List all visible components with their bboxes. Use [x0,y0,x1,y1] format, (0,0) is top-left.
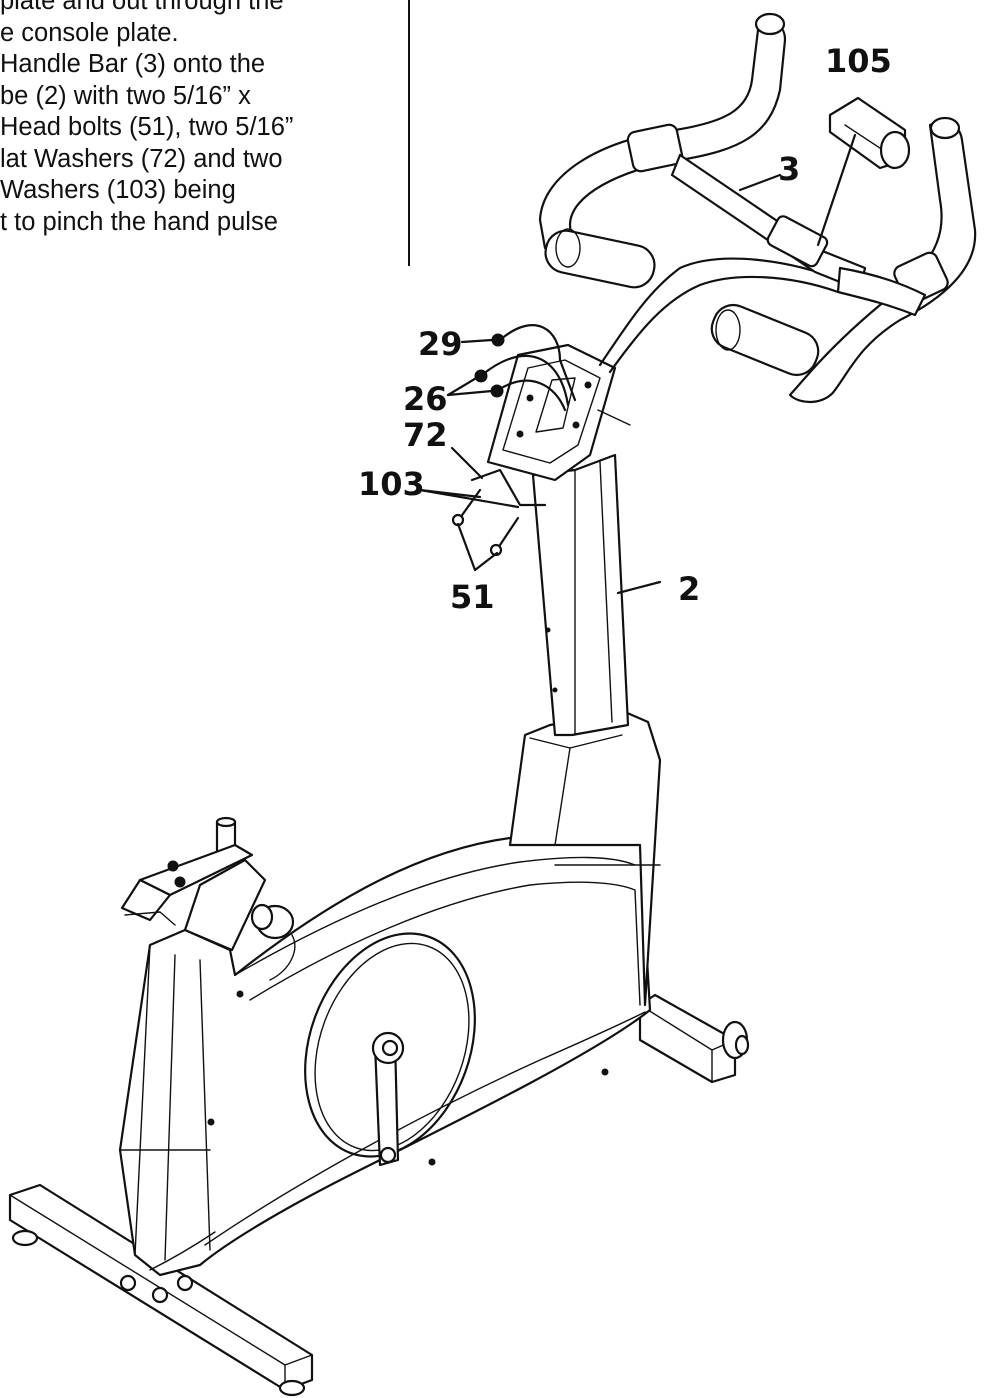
instruction-line: plate and out through the [0,0,284,15]
instruction-line: e console plate. [0,18,179,47]
instruction-line: Head bolts (51), two 5/16” [0,113,294,141]
rear-stabilizer [638,993,750,1084]
instruction-line: Handle Bar (3) onto the [0,50,266,78]
upright-tube [531,453,630,737]
flywheel-cover [304,932,476,1158]
instruction-text: plate and out through the e console plat… [0,0,400,238]
bike-frame-shroud [118,710,662,1277]
callout-29: 29 [418,325,463,363]
crank-arm [371,1031,405,1167]
adjustment-knob [250,903,296,981]
callout-2: 2 [678,570,700,608]
instruction-line: Washers (103) being [0,176,236,204]
instruction-line: be (2) with two 5/16” x [0,81,251,110]
seat-slider [120,816,267,952]
callout-26: 26 [403,380,448,418]
callout-leaders [418,173,782,595]
handle-bar [538,12,977,403]
column-divider [408,0,410,266]
callout-103: 103 [358,465,425,503]
front-stabilizer [8,1183,314,1397]
callout-72: 72 [403,416,448,454]
pulse-wires [474,257,842,412]
console-plate [470,343,631,507]
instruction-line: t to pinch the hand pulse [0,207,278,236]
callout-51: 51 [450,578,495,616]
handlebar-bolts [451,488,520,557]
callout-105: 105 [825,42,892,80]
instruction-line: lat Washers (72) and two [0,144,283,173]
hand-pulse-sensor [816,96,911,247]
callout-3: 3 [778,150,800,188]
